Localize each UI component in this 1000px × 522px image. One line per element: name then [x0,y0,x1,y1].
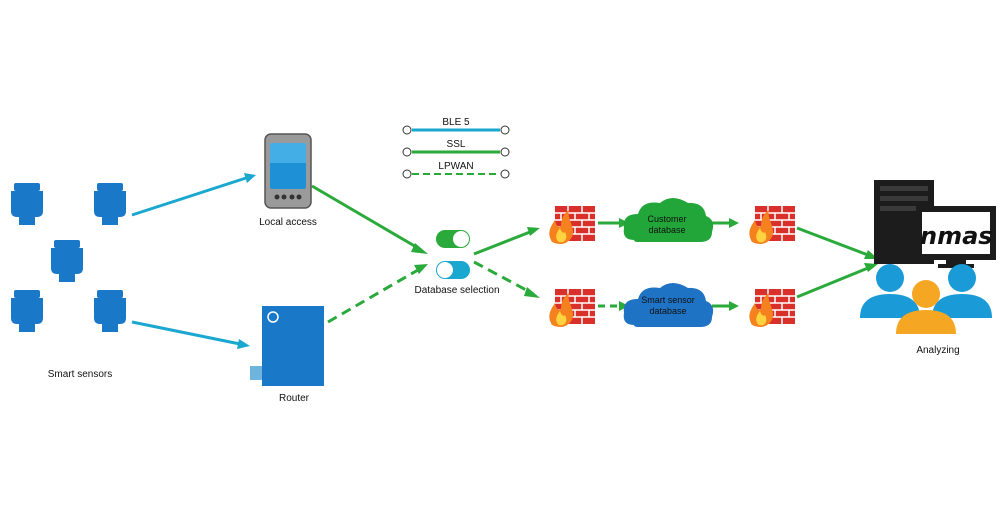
monitor-logo-text: nmas [920,222,993,250]
firewall-icon [548,288,596,328]
arrow-sensors-to-local-access [131,173,256,217]
arrow-local-access-to-database-selection [311,184,428,254]
sensor-database-cloud-icon [623,283,714,327]
arrow-customer-firewall-to-analyzing [796,226,878,259]
sensor-database-label-line2: database [649,306,686,316]
firewall-icon [548,205,596,245]
analyzing-label: Analyzing [916,345,959,356]
toggle-switch-icon [436,261,470,279]
legend-lpwan-label: LPWAN [438,161,473,172]
legend-ssl-label: SSL [447,139,466,150]
legend-ssl: SSL [402,139,510,157]
legend-ble5: BLE 5 [402,117,510,135]
toggle-switch-icon [436,230,470,248]
arrow-router-to-database-selection [327,264,428,324]
database-selection-label: Database selection [414,285,499,296]
database-selection-toggles [436,230,470,279]
smart-sensor-icon [51,240,83,282]
arrow-selection-to-sensor-firewall [473,260,540,298]
arrow-customer-db-to-firewall [712,218,739,228]
smart-sensor-icon [94,183,126,225]
firewall-icon [748,205,796,245]
customer-database-label-line2: database [648,225,685,235]
smart-sensor-icon [11,290,43,332]
legend-ble5-label: BLE 5 [442,117,470,128]
smart-sensors-group [11,183,126,332]
legend-lpwan: LPWAN [402,161,510,179]
smart-sensor-icon [94,290,126,332]
legend: BLE 5 SSL LPWAN [402,117,510,179]
smart-sensor-icon [11,183,43,225]
customer-database-label-line1: Customer [647,214,686,224]
smart-sensors-label: Smart sensors [48,369,112,380]
phone-icon [264,133,312,209]
router-icon [250,306,324,386]
router-label: Router [279,393,310,404]
arrow-selection-to-customer-firewall [473,227,540,256]
local-access-label: Local access [259,217,317,228]
firewall-icon [748,288,796,328]
arrow-sensor-db-to-firewall [712,301,739,311]
arrow-sensors-to-router [131,320,250,349]
customer-database-cloud-icon [623,198,714,242]
arrow-sensor-firewall-to-analyzing [796,263,878,299]
arrow-firewall-to-sensor-db [598,301,629,311]
people-icon [860,264,992,334]
connections [131,173,878,349]
sensor-database-label-line1: Smart sensor [641,295,695,305]
